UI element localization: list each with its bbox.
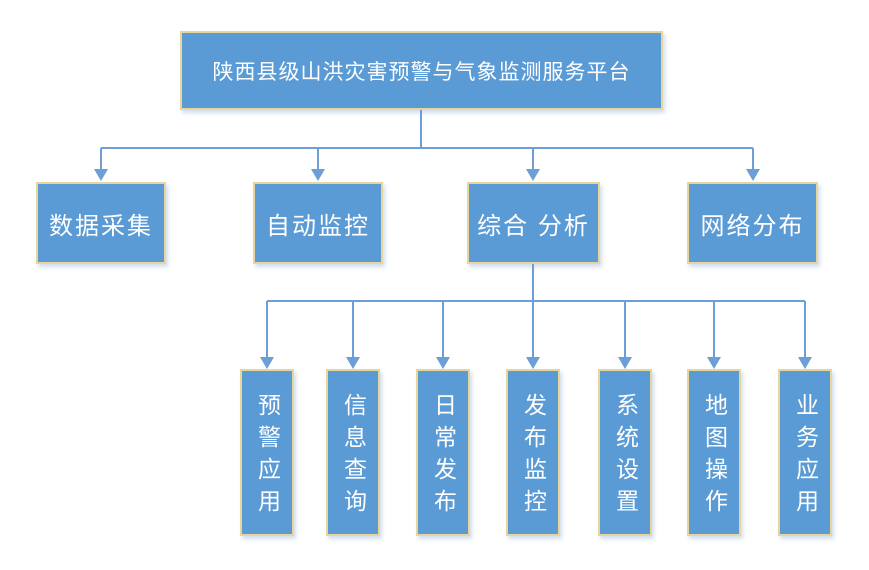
node-business-application: 业务应用 xyxy=(778,369,832,536)
node-platform-title: 陕西县级山洪灾害预警与气象监测服务平台 xyxy=(180,31,663,110)
node-label: 信息查询 xyxy=(340,393,367,521)
node-label: 综合 分析 xyxy=(477,212,590,240)
arrow-down-icon xyxy=(311,169,325,181)
node-comprehensive-analysis: 综合 分析 xyxy=(467,182,600,264)
node-label: 网络分布 xyxy=(700,212,805,240)
arrow-down-icon xyxy=(618,357,632,369)
node-label: 地图操作 xyxy=(701,393,728,521)
node-label: 数据采集 xyxy=(49,212,153,240)
arrow-down-icon xyxy=(94,169,108,181)
node-label: 业务应用 xyxy=(792,393,819,521)
node-label: 自动监控 xyxy=(266,212,370,240)
node-release-monitoring: 发布监控 xyxy=(506,369,560,536)
node-label: 发布监控 xyxy=(520,393,547,521)
node-auto-monitoring: 自动监控 xyxy=(253,182,383,264)
node-label: 预警应用 xyxy=(254,393,281,521)
arrow-down-icon xyxy=(526,357,540,369)
node-warning-application: 预警应用 xyxy=(240,369,294,536)
arrow-down-icon xyxy=(436,357,450,369)
arrow-down-icon xyxy=(346,357,360,369)
arrow-down-icon xyxy=(746,169,760,181)
node-label: 陕西县级山洪灾害预警与气象监测服务平台 xyxy=(212,60,631,84)
arrow-down-icon xyxy=(798,357,812,369)
node-info-query: 信息查询 xyxy=(326,369,380,536)
node-network-distribution: 网络分布 xyxy=(687,182,818,264)
node-data-collection: 数据采集 xyxy=(36,182,166,264)
arrow-down-icon xyxy=(526,169,540,181)
node-label: 系统设置 xyxy=(612,393,639,521)
node-daily-release: 日常发布 xyxy=(416,369,470,536)
arrow-down-icon xyxy=(260,357,274,369)
arrow-down-icon xyxy=(707,357,721,369)
node-label: 日常发布 xyxy=(430,393,457,521)
node-system-settings: 系统设置 xyxy=(598,369,652,536)
node-map-operation: 地图操作 xyxy=(687,369,741,536)
